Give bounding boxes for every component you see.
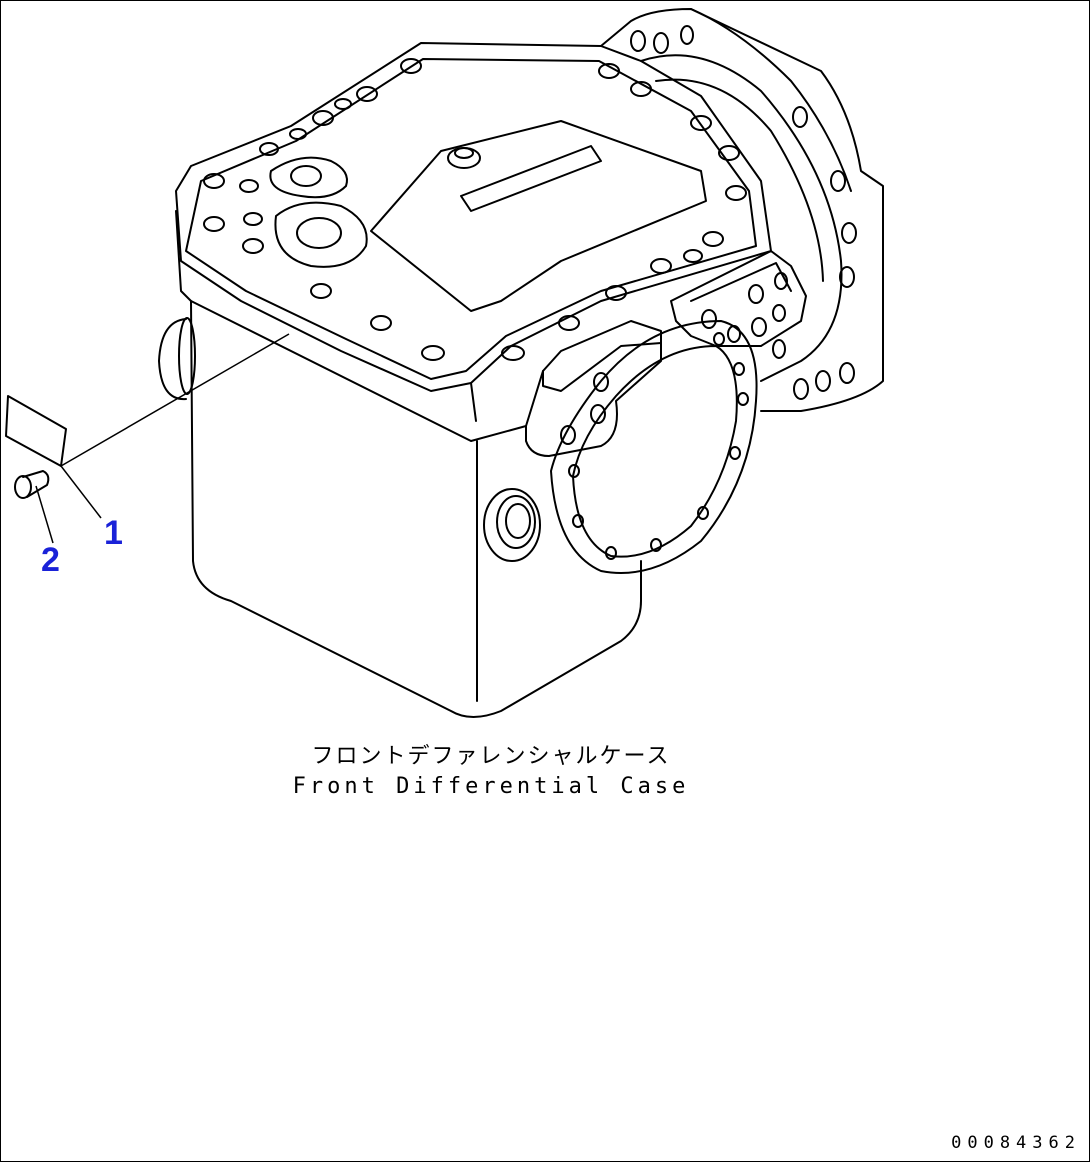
caption-japanese: フロントデファレンシャルケース: [311, 744, 671, 769]
right-flange: [600, 8, 884, 412]
leader-line-2: [35, 485, 54, 544]
top-cover: [175, 42, 772, 392]
case-body: [158, 210, 642, 718]
callout-1: 1: [104, 514, 123, 552]
callout-2: 2: [41, 541, 60, 579]
rivet: [14, 470, 50, 499]
drawing-number: 00084362: [951, 1133, 1081, 1153]
leader-line-1: [60, 465, 102, 519]
caption-english: Front Differential Case: [292, 774, 690, 799]
name-plate: [5, 333, 290, 467]
side-bearing-ring: [525, 250, 807, 574]
